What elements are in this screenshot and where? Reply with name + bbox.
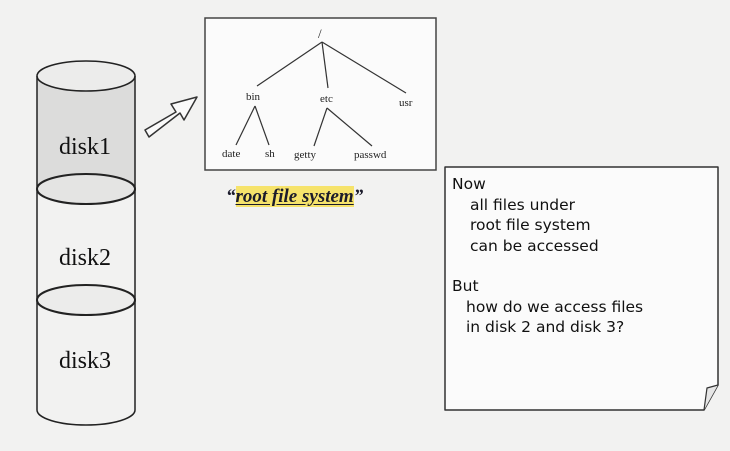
hollow-arrow-icon xyxy=(145,97,197,137)
disk3-label: disk3 xyxy=(59,348,111,375)
tree-node-sh: sh xyxy=(265,148,275,160)
tree-node-etc: etc xyxy=(320,93,333,105)
note-text: Now all files under root file system can… xyxy=(452,174,697,338)
disk2-disk3-boundary xyxy=(37,285,135,315)
disk1-label: disk1 xyxy=(59,134,111,161)
disk1-top-ellipse xyxy=(37,61,135,91)
note-line: all files under xyxy=(452,195,697,216)
disk2-label: disk2 xyxy=(59,245,111,272)
caption-close-quote: ” xyxy=(354,186,364,207)
note-line: root file system xyxy=(452,215,697,236)
note-line: can be accessed xyxy=(452,236,697,257)
caption-text: root file system xyxy=(236,186,354,207)
tree-node-usr: usr xyxy=(399,97,412,109)
tree-node-getty: getty xyxy=(294,149,316,161)
tree-node-root: / xyxy=(318,26,322,42)
disk1-shading xyxy=(37,76,135,189)
note-line: how do we access files xyxy=(452,297,697,318)
tree-node-bin: bin xyxy=(246,91,260,103)
note-heading-now: Now xyxy=(452,174,697,195)
note-heading-but: But xyxy=(452,276,697,297)
note-line: in disk 2 and disk 3? xyxy=(452,317,697,338)
disk1-disk2-boundary xyxy=(37,174,135,204)
caption-open-quote: “ xyxy=(226,186,236,207)
cylinder-bottom-curve xyxy=(37,410,135,425)
tree-node-passwd: passwd xyxy=(354,149,386,161)
tree-node-date: date xyxy=(222,148,240,160)
root-fs-caption: “root file system” xyxy=(226,186,363,208)
note-gap xyxy=(452,256,697,276)
